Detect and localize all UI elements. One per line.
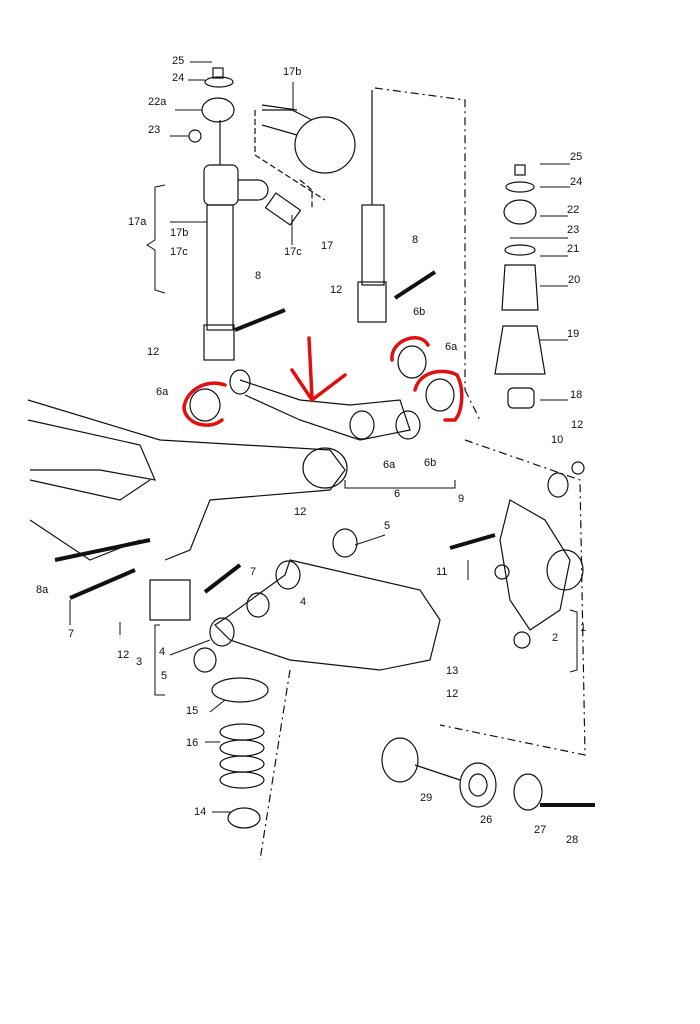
- red-arrow-shaft: [307, 336, 314, 400]
- callout-25: 25: [570, 151, 583, 163]
- callout-1: 1: [580, 622, 587, 634]
- callout-10: 10: [551, 434, 564, 446]
- callout-22: 22: [567, 204, 580, 216]
- right-shock-absorber: [357, 87, 481, 421]
- callout-29: 29: [420, 792, 433, 804]
- callout-12: 12: [571, 419, 584, 431]
- callout-24: 24: [172, 72, 185, 84]
- callout-7: 7: [250, 566, 257, 578]
- callout-6b: 6b: [413, 306, 426, 318]
- callout-12: 12: [294, 506, 307, 518]
- callout-19: 19: [567, 328, 580, 340]
- callout-18: 18: [570, 389, 583, 401]
- bolts: [54, 270, 595, 807]
- callout-17c: 17c: [284, 246, 302, 258]
- lower-control-arm: [193, 528, 441, 673]
- callout-6a: 6a: [156, 386, 169, 398]
- coil-spring: [211, 669, 291, 861]
- callout-12: 12: [117, 649, 130, 661]
- callout-23: 23: [148, 124, 161, 136]
- red-circle-top: [390, 336, 430, 362]
- callout-8a: 8a: [36, 584, 49, 596]
- callout-16: 16: [186, 737, 199, 749]
- callout-9: 9: [458, 493, 465, 505]
- callout-15: 15: [186, 705, 199, 717]
- left-shock-absorber: [203, 120, 269, 361]
- callout-7: 7: [68, 628, 75, 640]
- callout-6a: 6a: [445, 341, 458, 353]
- wheel-hub-carrier: [439, 439, 586, 756]
- right-bump-stop-stack: [494, 164, 546, 409]
- red-annotations: [182, 336, 464, 427]
- callout-24: 24: [570, 176, 583, 188]
- left-top-mount: [188, 67, 235, 143]
- callout-3: 3: [136, 656, 143, 668]
- callout-11: 11: [436, 566, 448, 578]
- callout-12: 12: [330, 284, 343, 296]
- callout-23: 23: [567, 224, 580, 236]
- callout-6a: 6a: [383, 459, 396, 471]
- callout-4: 4: [300, 596, 307, 608]
- callout-5: 5: [161, 670, 168, 682]
- callout-25: 25: [172, 55, 185, 67]
- leader-lines: [69, 61, 578, 813]
- callout-27: 27: [534, 824, 547, 836]
- callout-12: 12: [147, 346, 160, 358]
- callout-8: 8: [255, 270, 262, 282]
- bushing-17b: [254, 104, 356, 226]
- red-circle-left: [182, 381, 227, 427]
- red-arrow-head: [290, 368, 347, 403]
- callout-20: 20: [568, 274, 581, 286]
- drive-flange-bearing: [381, 737, 543, 811]
- callout-17a: 17a: [128, 216, 147, 228]
- callout-8: 8: [412, 234, 419, 246]
- red-circle-right: [413, 369, 464, 422]
- callout-17: 17: [321, 240, 334, 252]
- callout-17b: 17b: [170, 227, 189, 239]
- callout-5: 5: [384, 520, 391, 532]
- callout-6: 6: [394, 488, 401, 500]
- callout-6b: 6b: [424, 457, 437, 469]
- callout-13: 13: [446, 665, 459, 677]
- callout-12: 12: [446, 688, 459, 700]
- callout-4: 4: [159, 646, 166, 658]
- subframe: [27, 399, 348, 621]
- callout-17b: 17b: [283, 66, 302, 78]
- callout-22a: 22a: [148, 96, 167, 108]
- callout-28: 28: [566, 834, 579, 846]
- callout-26: 26: [480, 814, 493, 826]
- callout-21: 21: [567, 243, 580, 255]
- callout-17c: 17c: [170, 246, 188, 258]
- callout-14: 14: [194, 806, 207, 818]
- callout-2: 2: [552, 632, 559, 644]
- upper-control-arm: [189, 345, 455, 441]
